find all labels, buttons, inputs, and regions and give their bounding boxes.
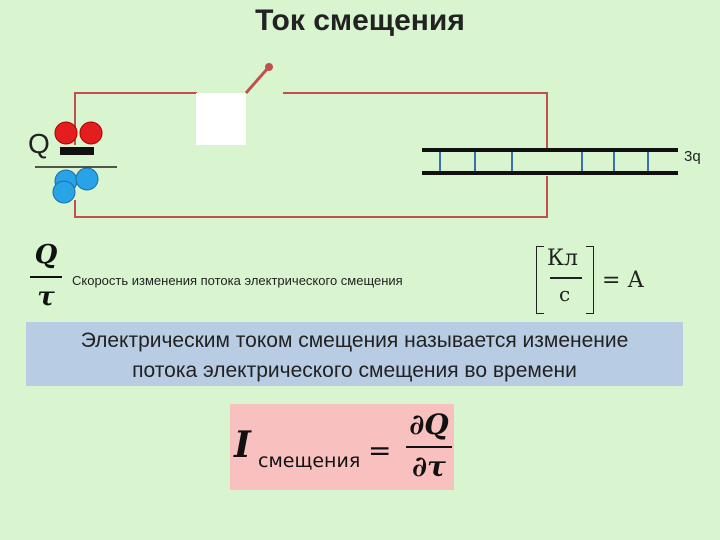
- left-bracket: [536, 246, 544, 314]
- formula-numerator: ∂Q: [409, 408, 449, 441]
- formula-denominator: ∂τ: [412, 450, 446, 483]
- capacitor-label: 3q: [684, 148, 701, 165]
- fraction-bar: [30, 276, 62, 278]
- circuit-diagram: [35, 63, 678, 218]
- wire-top-right: [283, 92, 548, 148]
- formula-subscript: смещения: [258, 450, 361, 472]
- definition-line-2: потока электрического смещения во времен…: [132, 359, 577, 382]
- unit-result: = А: [602, 268, 645, 293]
- formula-symbol: I: [234, 424, 251, 466]
- definition-box: Электрическим током смещения называется …: [26, 322, 683, 386]
- source-plate: [60, 147, 94, 155]
- rate-numerator: Q: [34, 240, 58, 270]
- wire-bottom: [74, 176, 548, 218]
- charge-label: Q: [28, 128, 50, 159]
- rate-denominator: τ: [37, 282, 55, 312]
- unit-denominator: с: [559, 282, 571, 306]
- negative-charge: [75, 167, 99, 191]
- negative-charge: [52, 180, 76, 204]
- rate-fraction: Q τ: [30, 240, 62, 312]
- formula-fraction-bar: [406, 446, 452, 448]
- rate-description: Скорость изменения потока электрического…: [72, 273, 403, 288]
- unit-fraction-bar: [550, 277, 582, 279]
- page-title: Ток смещения: [255, 4, 465, 37]
- unit-numerator: Кл: [547, 246, 579, 271]
- switch-pivot: [265, 63, 273, 71]
- displacement-current-formula: I смещения = ∂Q ∂τ: [230, 404, 454, 490]
- formula-equals: =: [368, 434, 392, 467]
- switch-box: [196, 93, 246, 145]
- capacitor-field-lines: [439, 152, 649, 171]
- switch-lever: [244, 67, 270, 94]
- definition-line-1: Электрическим током смещения называется …: [80, 329, 629, 352]
- positive-charge: [54, 121, 78, 145]
- right-bracket: [586, 246, 594, 314]
- positive-charge: [79, 121, 103, 145]
